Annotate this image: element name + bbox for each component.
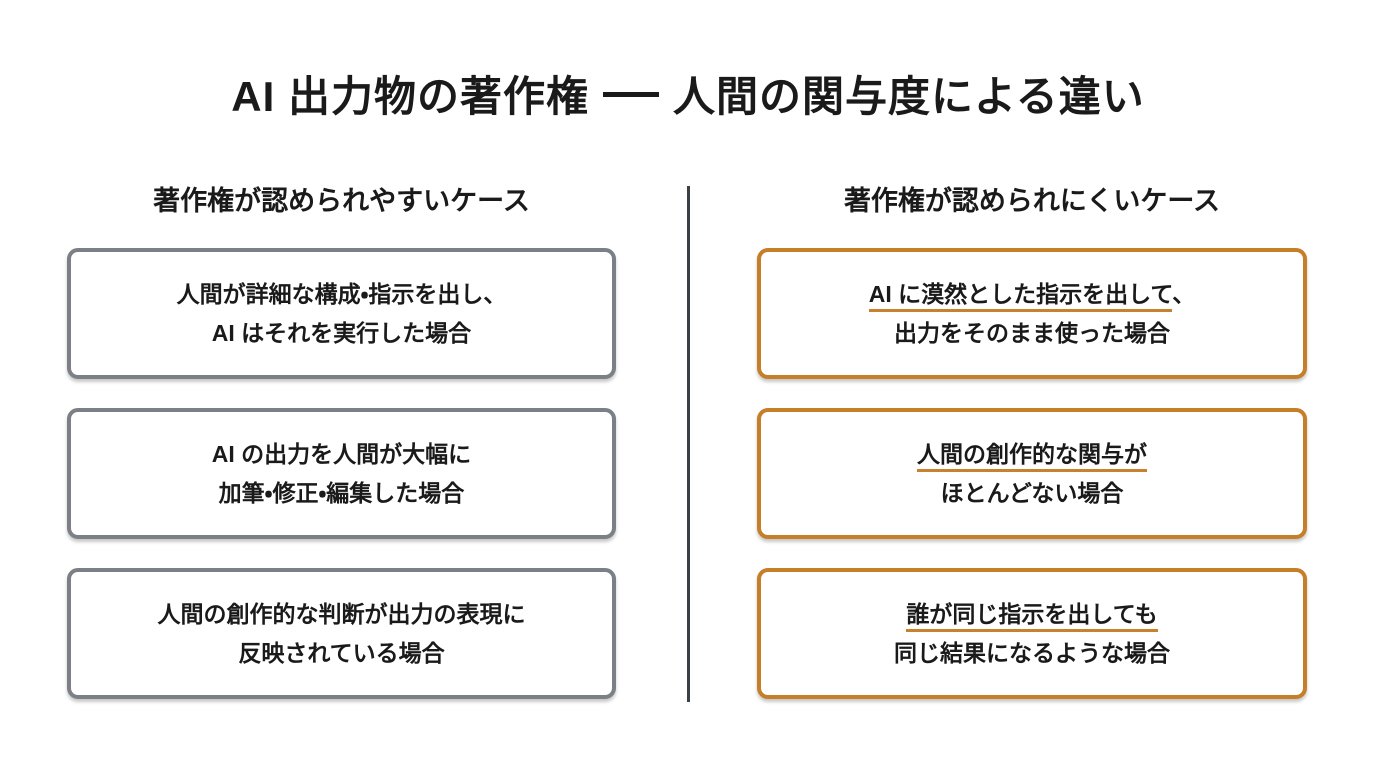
case-line: 反映されている場合 xyxy=(238,639,445,666)
case-line: ほとんどない場合 xyxy=(940,479,1124,506)
page-title-left: AI 出力物の著作権 xyxy=(231,73,589,120)
case-line: 誰が同じ指示を出しても xyxy=(906,595,1158,634)
case-line: AI に漠然とした指示を出して、 xyxy=(868,275,1196,314)
case-line: AI はそれを実行した場合 xyxy=(211,319,472,346)
case-box-little-creative-involvement: 人間の創作的な関与が ほとんどない場合 xyxy=(757,408,1307,539)
case-box-human-detailed-instructions: 人間が詳細な構成・指示を出し、 AI はそれを実行した場合 xyxy=(67,248,616,379)
case-box-vague-instructions: AI に漠然とした指示を出して、 出力をそのまま使った場合 xyxy=(757,248,1307,379)
case-box-creative-judgment-reflected: 人間の創作的な判断が出力の表現に 反映されている場合 xyxy=(67,568,616,699)
case-line: 人間の創作的な判断が出力の表現に xyxy=(157,600,526,627)
line-rest: 、 xyxy=(1172,280,1196,307)
case-line: 同じ結果になるような場合 xyxy=(894,639,1170,666)
case-line: 人間が詳細な構成・指示を出し、 xyxy=(176,280,507,307)
left-column-header: 著作権が認められやすいケース xyxy=(153,186,530,216)
case-line: 人間の創作的な関与が xyxy=(917,435,1147,474)
page-title-right: 人間の関与度による違い xyxy=(672,73,1145,120)
case-line: 加筆・修正・編集した場合 xyxy=(218,479,465,506)
case-line: AI の出力を人間が大幅に xyxy=(211,440,472,467)
right-column-header: 著作権が認められにくいケース xyxy=(843,186,1221,216)
underlined-phrase: AI に漠然とした指示を出して xyxy=(868,280,1173,312)
page-title: AI 出力物の著作権 人間の関与度による違い xyxy=(0,70,1376,124)
case-box-human-heavy-editing: AI の出力を人間が大幅に 加筆・修正・編集した場合 xyxy=(67,408,616,539)
underlined-phrase: 誰が同じ指示を出しても xyxy=(906,600,1158,632)
title-dash xyxy=(602,92,659,98)
underlined-phrase: 人間の創作的な関与が xyxy=(917,440,1147,472)
case-line: 出力をそのまま使った場合 xyxy=(894,319,1170,346)
case-box-same-instructions-same-result: 誰が同じ指示を出しても 同じ結果になるような場合 xyxy=(757,568,1307,699)
column-divider xyxy=(687,186,690,702)
